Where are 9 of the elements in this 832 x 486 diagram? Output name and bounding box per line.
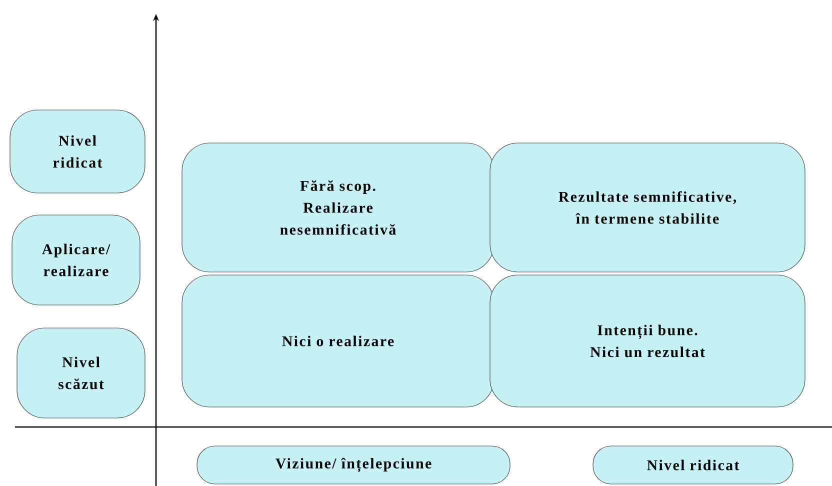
axis-label-box: Aplicare/ realizare: [12, 214, 140, 306]
axis-label-box: Viziune/ înțelepciune: [196, 446, 510, 484]
quadrant-box: Fără scop. Realizare nesemnificativă: [182, 142, 494, 272]
quadrant-box: Intenții bune. Nici un rezultat: [490, 274, 806, 408]
quadrant-box: Nici o realizare: [182, 274, 494, 408]
axis-label-box: Nivel scăzut: [16, 328, 146, 418]
axis-label-box: Nivel ridicat: [10, 110, 146, 194]
axis-label-box: Nivel ridicat: [592, 446, 794, 484]
quadrant-box: Rezultate semnificative, în termene stabilite: [490, 142, 806, 272]
